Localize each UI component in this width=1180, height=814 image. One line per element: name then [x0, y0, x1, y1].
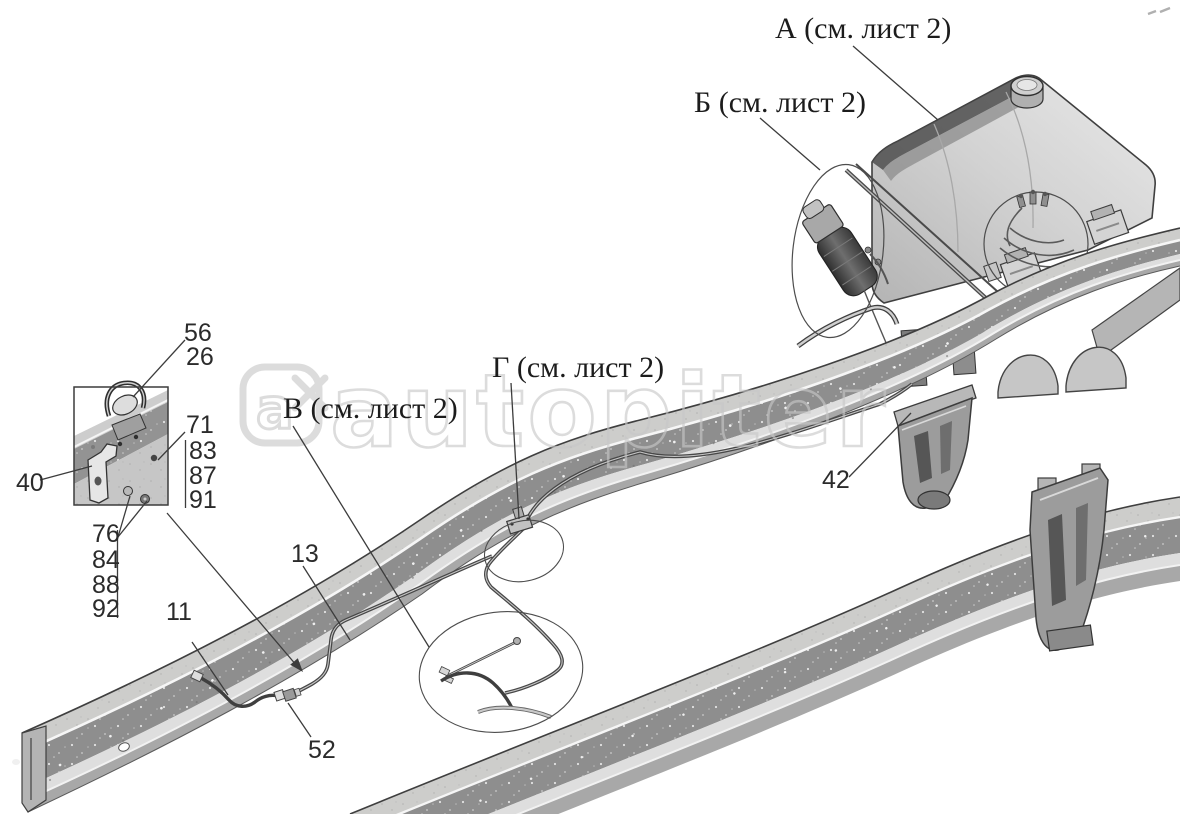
inset-bracket-40 [87, 443, 118, 504]
junction-hose-dark [440, 671, 514, 709]
callout-40: 40 [16, 469, 44, 497]
callout-91: 91 [189, 486, 217, 514]
callout-83: 83 [189, 437, 217, 465]
leader-56 [132, 339, 186, 398]
rail-hole [118, 742, 130, 752]
callout-88: 88 [92, 571, 120, 599]
inset-bracket-hole [94, 476, 102, 486]
leader-v [292, 425, 430, 648]
spring-hanger-rear [1029, 463, 1109, 652]
leader-a [852, 45, 939, 121]
watermark-text: autopiter [330, 352, 888, 470]
tank-seam [933, 123, 959, 253]
tube-clamp-g [505, 506, 534, 535]
inset-clamp [104, 380, 147, 447]
spring-hanger-front [893, 384, 977, 510]
leader-inset [166, 512, 298, 667]
callout-26: 26 [186, 343, 214, 371]
callout-71: 71 [186, 411, 214, 439]
watermark-cross-icon [291, 374, 329, 412]
leader-52 [287, 702, 312, 738]
frame-rail-right [349, 496, 1180, 814]
crossmember-arches [997, 346, 1127, 399]
scan-specks [1147, 6, 1171, 16]
tank-seam [1005, 91, 1034, 229]
view-label-v: В (см. лист 2) [283, 392, 458, 425]
leader-arrowhead [290, 658, 303, 672]
leader-76a [117, 495, 131, 538]
fuel-tube-descent [484, 526, 564, 695]
inset-hole-76 [123, 486, 133, 496]
frame-rail-left [12, 227, 1180, 813]
callout-92: 92 [92, 595, 120, 623]
leader-13 [302, 565, 351, 641]
callout-56: 56 [184, 319, 212, 347]
fitting-52 [273, 687, 302, 702]
rail-hole [12, 759, 20, 765]
detail-ellipse-b [791, 163, 885, 339]
rail-end-face [21, 725, 47, 813]
callout-76: 76 [92, 520, 120, 548]
hose-end-fitting [190, 669, 204, 683]
leader-11 [191, 641, 229, 696]
leader-40 [39, 465, 93, 481]
callout-84: 84 [92, 546, 120, 574]
callout-42: 42 [822, 466, 850, 494]
view-label-g: Г (см. лист 2) [492, 351, 664, 384]
filler-cap [1010, 75, 1044, 109]
view-label-a: А (см. лист 2) [775, 12, 951, 45]
fuel-lines [190, 382, 914, 719]
leader-lines [39, 45, 939, 738]
leader-76b [117, 500, 148, 538]
watermark: a autopiter [239, 351, 888, 471]
fuel-tank-top-shadow [872, 79, 1023, 170]
leader-b [759, 117, 821, 171]
callout-11: 11 [166, 598, 192, 626]
fuel-tank-shoulder [883, 91, 1030, 181]
detail-ellipse-v [418, 611, 584, 733]
fuel-hose-11 [200, 676, 279, 708]
tank-strap-bracket [1085, 203, 1130, 246]
callout-52: 52 [308, 736, 336, 764]
view-label-b: Б (см. лист 2) [694, 86, 866, 119]
callout-87: 87 [189, 462, 217, 490]
fuel-pickup-fittings [999, 189, 1081, 268]
leader-42 [848, 412, 912, 478]
watermark-logo-letter: a [256, 377, 294, 442]
callout-13: 13 [291, 540, 319, 568]
leader-71 [157, 431, 186, 461]
detail-ellipse-g [483, 519, 565, 583]
filter-pipe [796, 304, 900, 349]
inset-detail-box [73, 380, 169, 506]
inset-rivet-71 [150, 454, 158, 462]
leader-g [510, 382, 520, 520]
